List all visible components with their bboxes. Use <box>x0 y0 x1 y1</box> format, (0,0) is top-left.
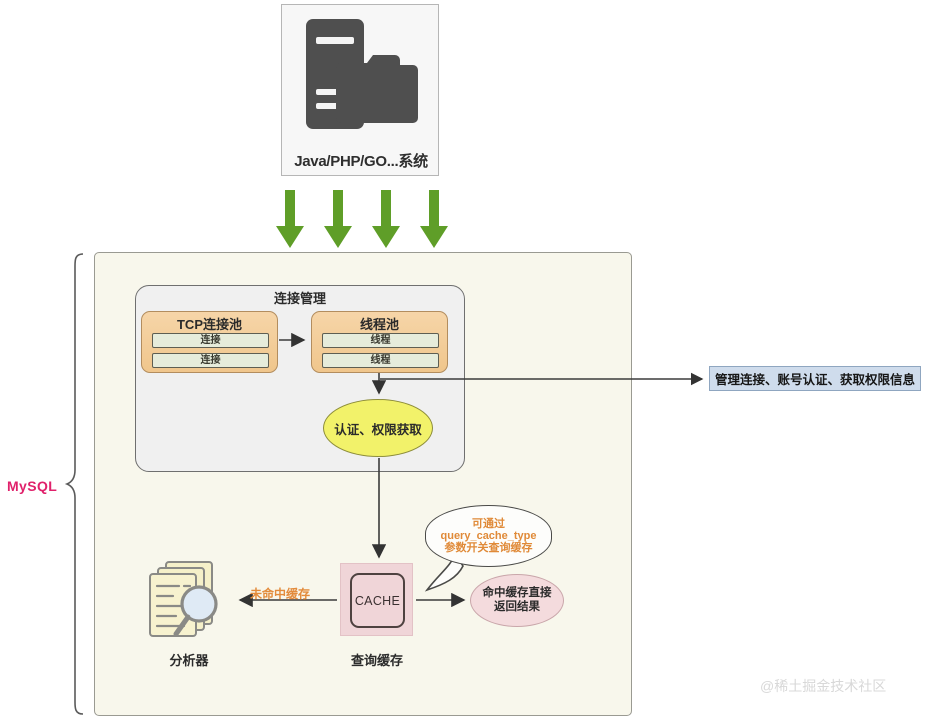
bubble-line-1: 可通过 <box>472 517 505 530</box>
green-down-arrow-icon-2 <box>321 190 355 250</box>
thread-pool-title: 线程池 <box>359 317 399 332</box>
mysql-label: MySQL <box>7 478 58 494</box>
watermark: @稀土掘金技术社区 <box>760 678 887 694</box>
query-cache-box: CACHE <box>340 563 413 636</box>
query-cache-type-bubble: 可通过 query_cache_type 参数开关查询缓存 <box>425 505 552 567</box>
cache-hit-result-node: 命中缓存直接 返回结果 <box>470 574 564 627</box>
speech-bubble-tail-icon <box>424 552 471 594</box>
query-cache-label: 查询缓存 <box>350 653 403 668</box>
cache-hit-line-1: 命中缓存直接 <box>482 586 552 599</box>
server-folder-icon <box>298 15 424 137</box>
green-down-arrow-icon-4 <box>417 190 451 250</box>
thread-item-2: 线程 <box>322 353 439 368</box>
bubble-line-3: 参数开关查询缓存 <box>444 542 533 555</box>
cache-hit-line-2: 返回结果 <box>494 600 540 613</box>
green-down-arrow-icon-1 <box>273 190 307 250</box>
analyzer-label: 分析器 <box>169 653 209 668</box>
auth-permission-node: 认证、权限获取 <box>323 399 433 457</box>
thread-pool: 线程池 线程 线程 <box>311 311 448 373</box>
tcp-connection-item-1: 连接 <box>152 333 269 348</box>
cache-miss-label: 未命中缓存 <box>250 587 311 601</box>
connection-responsibility-note: 管理连接、账号认证、获取权限信息 <box>709 366 922 391</box>
tcp-connection-pool-title: TCP连接池 <box>176 317 242 332</box>
connection-management-title: 连接管理 <box>273 291 326 306</box>
tcp-connection-pool: TCP连接池 连接 连接 <box>141 311 278 373</box>
client-application-label: Java/PHP/GO...系统 <box>294 153 428 170</box>
client-application-box: Java/PHP/GO...系统 <box>281 4 439 176</box>
document-magnifier-icon <box>146 560 232 642</box>
curly-brace-icon <box>64 252 86 716</box>
bubble-line-2: query_cache_type <box>440 529 537 542</box>
cache-inner-label: CACHE <box>350 573 405 628</box>
green-down-arrow-icon-3 <box>369 190 403 250</box>
tcp-connection-item-2: 连接 <box>152 353 269 368</box>
thread-item-1: 线程 <box>322 333 439 348</box>
